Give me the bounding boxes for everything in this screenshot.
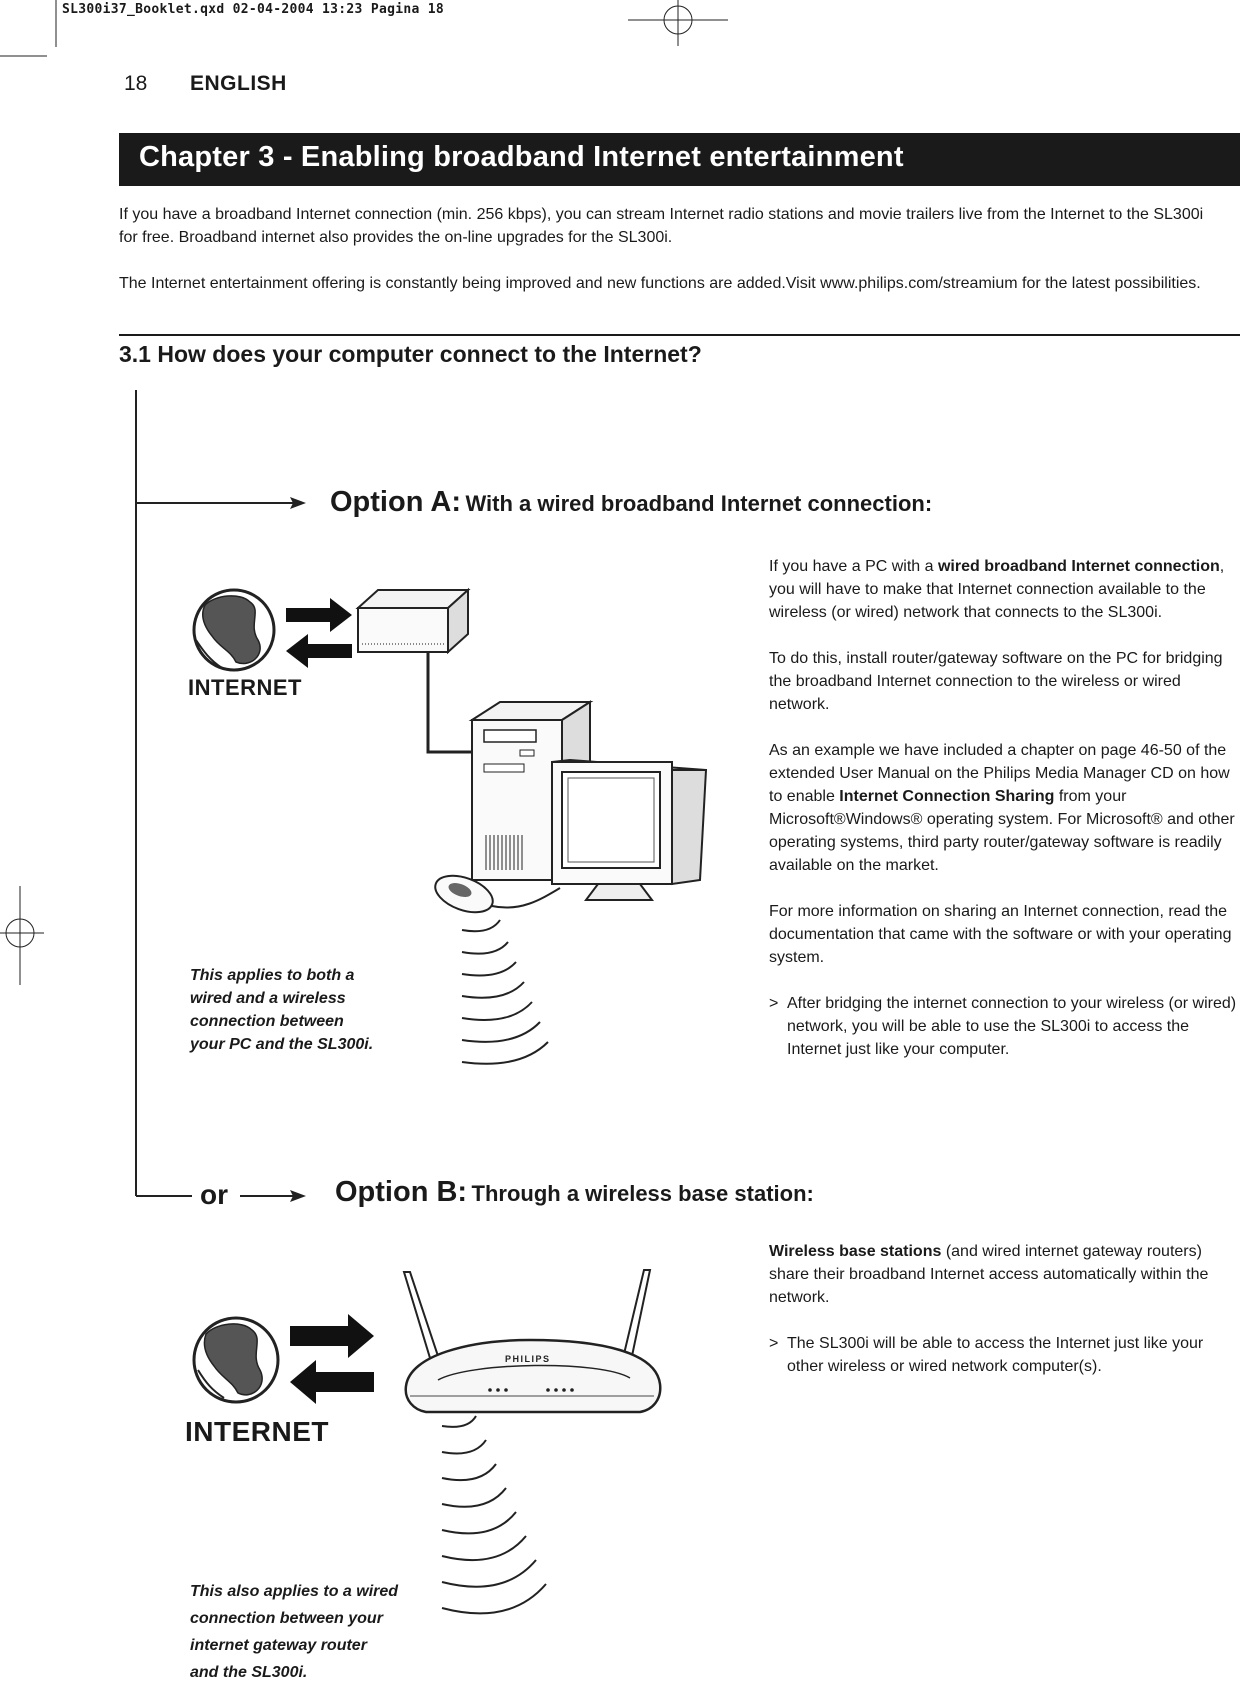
intro-paragraph: The Internet entertainment offering is c… xyxy=(119,275,1201,292)
option-a-title: With a wired broadband Internet connecti… xyxy=(465,491,933,516)
router-brand-label: PHILIPS xyxy=(505,1354,551,1364)
chapter-title-bar xyxy=(119,133,1240,186)
option-b-caption: This also applies to a wired connection … xyxy=(190,1583,399,1681)
language-label: ENGLISH xyxy=(190,72,287,95)
option-a-description: If you have a PC with a wired broadband … xyxy=(769,555,1239,1061)
arrow-right-icon xyxy=(290,497,306,509)
bullet-marker: > xyxy=(769,1335,779,1352)
option-a-heading: Option A: With a wired broadband Interne… xyxy=(330,486,932,519)
globe-icon xyxy=(192,588,276,672)
section-title: 3.1 How does your computer connect to th… xyxy=(119,341,702,367)
option-b-prefix: Option B: xyxy=(335,1176,468,1208)
page-number: 18 xyxy=(124,72,148,95)
chapter-title: Chapter 3 - Enabling broadband Internet … xyxy=(139,141,904,173)
option-b-title: Through a wireless base station: xyxy=(471,1181,814,1206)
option-a-paragraph: If you have a PC with a wired broadband … xyxy=(769,558,1225,621)
wireless-router-icon xyxy=(402,1269,662,1414)
option-a-paragraph: To do this, install router/gateway softw… xyxy=(769,650,1223,713)
bullet-marker: > xyxy=(769,995,779,1012)
option-a-paragraph: As an example we have included a chapter… xyxy=(769,742,1235,874)
bullet-text: The SL300i will be able to access the In… xyxy=(787,1335,1204,1375)
option-b-bullet: > The SL300i will be able to access the … xyxy=(769,1332,1239,1378)
option-connector xyxy=(135,390,306,1202)
option-a-prefix: Option A: xyxy=(330,486,461,518)
internet-label: INTERNET xyxy=(185,1416,329,1447)
option-b-paragraph: Wireless base stations (and wired intern… xyxy=(769,1243,1209,1306)
option-a-caption: This applies to both a wired and a wirel… xyxy=(190,967,374,1053)
option-b-illustration xyxy=(192,1269,662,1615)
monitor-icon xyxy=(551,758,708,901)
registration-mark-top xyxy=(628,0,728,46)
wireless-adapter-icon xyxy=(434,874,561,914)
option-a-paragraph: For more information on sharing an Inter… xyxy=(769,903,1232,966)
option-a-bullet: > After bridging the internet connection… xyxy=(769,992,1239,1061)
bidirectional-arrows-icon xyxy=(286,598,352,668)
intro-paragraph: If you have a broadband Internet connect… xyxy=(119,206,1204,246)
wireless-signal-icon xyxy=(441,1415,547,1615)
bidirectional-arrows-icon xyxy=(290,1314,374,1404)
print-slug: SL300i37_Booklet.qxd 02-04-2004 13:23 Pa… xyxy=(62,2,444,17)
wireless-signal-icon xyxy=(461,919,549,1065)
option-b-heading: Option B: Through a wireless base statio… xyxy=(335,1176,814,1209)
option-b-description: Wireless base stations (and wired intern… xyxy=(769,1240,1239,1378)
bullet-text: After bridging the internet connection t… xyxy=(787,995,1237,1058)
option-a-illustration xyxy=(192,587,708,1065)
globe-icon xyxy=(192,1316,280,1404)
section-divider xyxy=(119,334,1240,336)
arrow-right-icon xyxy=(290,1190,306,1202)
registration-mark-left xyxy=(0,886,44,985)
internet-label: INTERNET xyxy=(188,675,302,700)
or-label: or xyxy=(200,1179,228,1210)
modem-icon xyxy=(355,587,471,655)
